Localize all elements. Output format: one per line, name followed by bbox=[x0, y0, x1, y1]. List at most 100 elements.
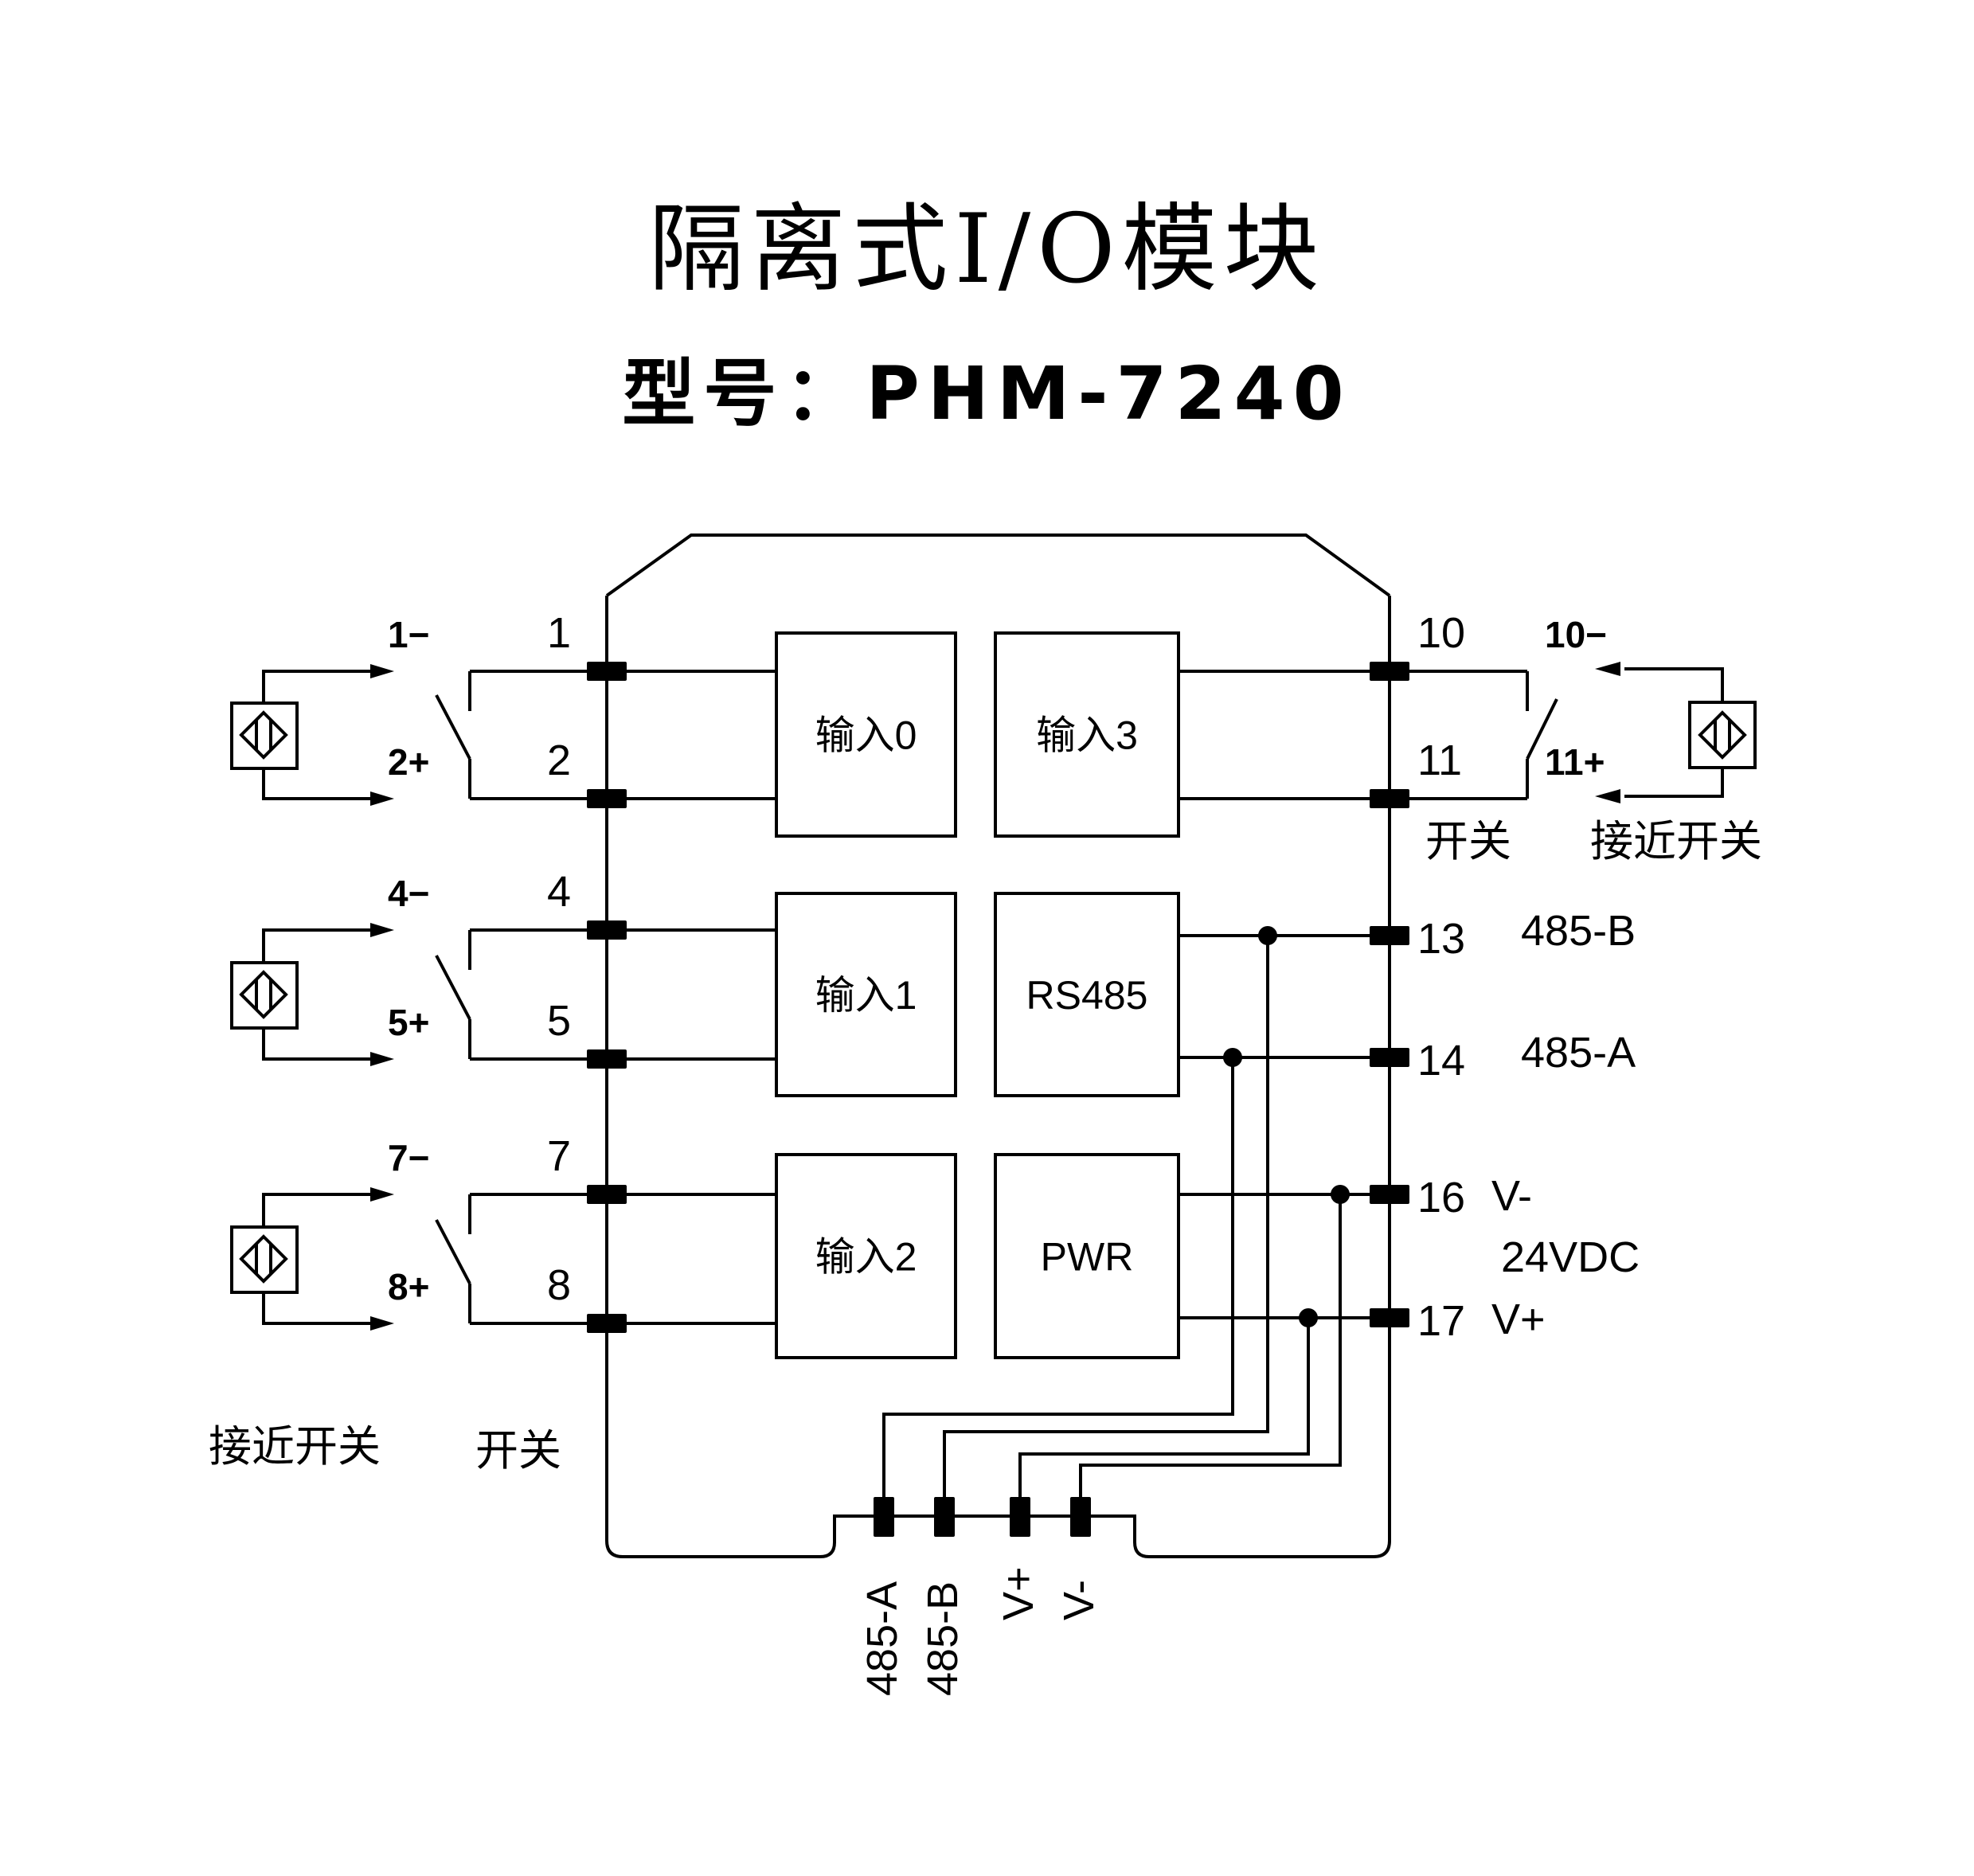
terminal-block-icon bbox=[587, 1185, 627, 1204]
bus-wire-V- bbox=[1079, 1194, 1342, 1505]
model-number: 型号：PHM-7240 bbox=[622, 351, 1352, 436]
terminal-number: 11 bbox=[1417, 737, 1462, 784]
sensor-lead bbox=[1624, 667, 1724, 702]
terminal-number: 7 bbox=[547, 1132, 571, 1180]
arrow-icon bbox=[1595, 789, 1620, 803]
terminal-polarity-label: 2+ bbox=[388, 741, 429, 783]
bus-wire-485-B bbox=[943, 936, 1269, 1505]
page-title: 隔离式I/O模块 bbox=[648, 194, 1326, 305]
terminal-block-icon bbox=[587, 1049, 627, 1069]
terminal-number: 17 bbox=[1417, 1297, 1465, 1345]
bottom-terminal-label: V+ bbox=[995, 1566, 1042, 1620]
switch-contact-icon bbox=[435, 955, 471, 1020]
proximity-sensor-icon bbox=[239, 1234, 288, 1284]
module-box-in1 bbox=[775, 892, 957, 1097]
arrow-icon bbox=[370, 1187, 394, 1202]
terminal-block-icon bbox=[587, 662, 627, 681]
proximity-sensor-icon bbox=[239, 710, 288, 760]
terminal-block-icon bbox=[874, 1497, 894, 1537]
module-box-rs485 bbox=[994, 892, 1180, 1097]
terminal-polarity-label: 5+ bbox=[388, 1002, 429, 1043]
module-box-in0 bbox=[775, 631, 957, 838]
terminal-block-icon bbox=[1370, 926, 1409, 945]
terminal-block-icon bbox=[934, 1497, 955, 1537]
arrow-icon bbox=[1595, 662, 1620, 676]
junction-dot-icon bbox=[1223, 1048, 1242, 1067]
terminal-number: 2 bbox=[547, 737, 571, 784]
bottom-terminal-label: 485-B bbox=[919, 1581, 967, 1696]
terminal-polarity-label: 8+ bbox=[388, 1266, 429, 1307]
components bbox=[230, 631, 1757, 1537]
sensor-lead bbox=[262, 670, 374, 703]
legend-proximity-switch-right: 接近开关 bbox=[1590, 818, 1762, 866]
signal-label: 485-B bbox=[1521, 907, 1636, 955]
terminal-polarity-label: 7− bbox=[388, 1137, 429, 1178]
arrow-icon bbox=[370, 923, 394, 937]
junction-dot-icon bbox=[1331, 1185, 1350, 1204]
signal-label: V- bbox=[1491, 1172, 1532, 1220]
terminal-polarity-label: 10− bbox=[1545, 614, 1607, 655]
terminal-polarity-label: 4− bbox=[388, 873, 429, 914]
switch-contact-icon bbox=[435, 1219, 471, 1284]
terminal-polarity-label: 11+ bbox=[1545, 741, 1605, 783]
proximity-sensor-icon bbox=[1698, 710, 1747, 760]
terminal-block-icon bbox=[587, 920, 627, 940]
terminal-number: 14 bbox=[1417, 1037, 1465, 1085]
module-box-in2 bbox=[775, 1153, 957, 1359]
switch-contact-icon bbox=[435, 694, 471, 760]
terminal-number: 10 bbox=[1417, 609, 1465, 657]
junction-dot-icon bbox=[1299, 1308, 1318, 1327]
terminal-block-icon bbox=[1370, 662, 1409, 681]
arrow-icon bbox=[370, 1316, 394, 1331]
terminal-number: 1 bbox=[547, 609, 571, 657]
module-label: 输入0 bbox=[815, 713, 917, 758]
bus-wire-V+ bbox=[1018, 1318, 1310, 1505]
terminal-polarity-label: 1− bbox=[388, 614, 429, 655]
terminal-block-icon bbox=[1370, 789, 1409, 808]
terminal-block-icon bbox=[1010, 1497, 1030, 1537]
module-box-pwr bbox=[994, 1153, 1180, 1359]
arrow-icon bbox=[370, 1052, 394, 1066]
terminal-number: 13 bbox=[1417, 915, 1465, 963]
terminal-block-icon bbox=[1370, 1308, 1409, 1327]
terminal-number: 5 bbox=[547, 997, 571, 1045]
signal-label: V+ bbox=[1491, 1296, 1546, 1343]
terminal-number: 16 bbox=[1417, 1174, 1465, 1221]
arrow-icon bbox=[370, 791, 394, 806]
terminal-block-icon bbox=[1370, 1185, 1409, 1204]
legend-switch: 开关 bbox=[475, 1427, 561, 1475]
sensor-lead bbox=[262, 1292, 374, 1325]
sensor-lead bbox=[262, 768, 374, 800]
power-note: 24VDC bbox=[1501, 1233, 1640, 1281]
arrow-icon bbox=[370, 664, 394, 678]
sensor-lead bbox=[262, 1028, 374, 1061]
terminal-block-icon bbox=[1070, 1497, 1091, 1537]
sensor-lead bbox=[1624, 768, 1724, 798]
module-box-in3 bbox=[994, 631, 1180, 838]
signal-label: 485-A bbox=[1521, 1029, 1636, 1077]
terminal-block-icon bbox=[1370, 1048, 1409, 1067]
module-label: 输入2 bbox=[815, 1235, 917, 1280]
module-label: RS485 bbox=[1026, 973, 1148, 1018]
module-label: 输入3 bbox=[1036, 713, 1138, 758]
module-label: PWR bbox=[1041, 1235, 1134, 1280]
terminal-number: 4 bbox=[547, 868, 571, 916]
module-label: 输入1 bbox=[815, 973, 917, 1018]
bus-wire-485-A bbox=[882, 1057, 1234, 1505]
legend-switch-right: 开关 bbox=[1425, 818, 1511, 866]
sensor-lead bbox=[262, 1193, 374, 1227]
enclosure-outline bbox=[605, 596, 1391, 1558]
terminal-block-icon bbox=[587, 1314, 627, 1333]
wires bbox=[262, 533, 1724, 1558]
terminal-number: 8 bbox=[547, 1261, 571, 1309]
switch-contact-icon bbox=[1526, 698, 1558, 760]
legend-proximity-switch: 接近开关 bbox=[209, 1423, 381, 1471]
labels: 输入0 输入3 输入1 RS485 输入2 PWR 1 1− 2 2+ 4 4− 5 5+ 7 7− 8 8+ 10… bbox=[209, 609, 1762, 1696]
bottom-terminal-label: 485-A bbox=[858, 1581, 906, 1696]
bottom-terminal-label: V- bbox=[1055, 1580, 1103, 1620]
junction-dot-icon bbox=[1258, 926, 1277, 945]
enclosure-top bbox=[605, 533, 1391, 597]
proximity-sensor-icon bbox=[239, 970, 288, 1019]
terminal-block-icon bbox=[587, 789, 627, 808]
